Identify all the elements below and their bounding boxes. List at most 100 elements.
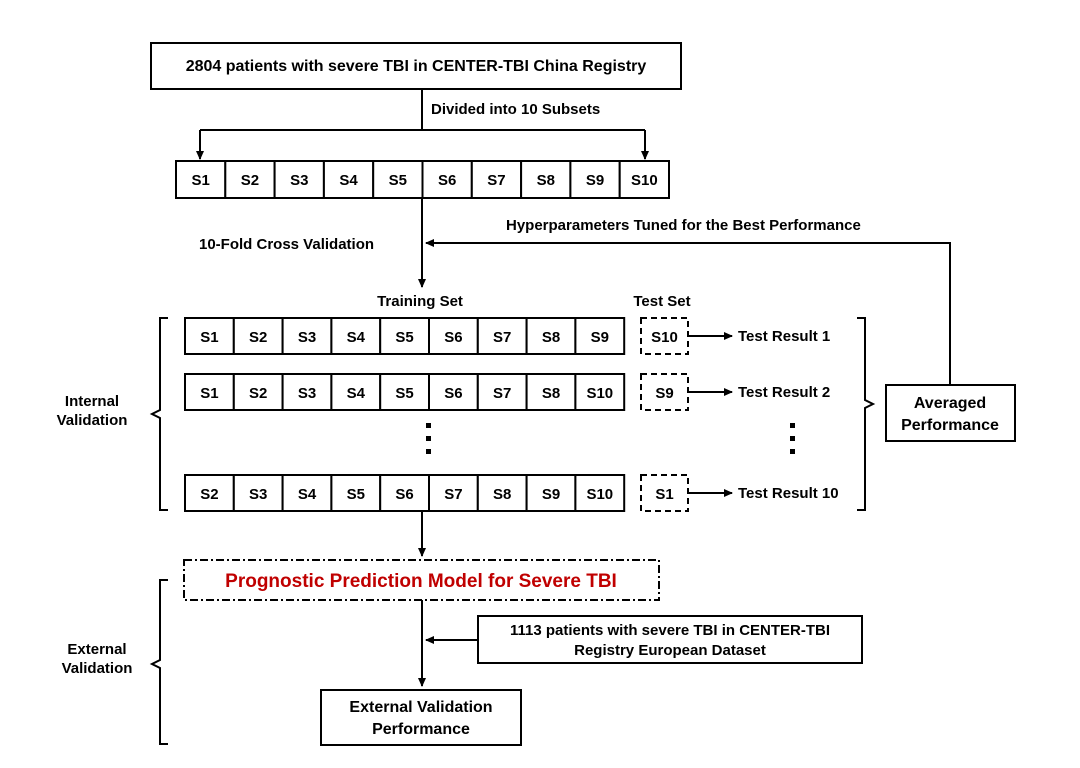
train-cell-label: S1 [200, 329, 218, 346]
test-cell-label: S9 [655, 385, 673, 402]
external-performance-line-1: External Validation [349, 699, 492, 716]
train-cell-label: S5 [395, 385, 413, 402]
train-cell-label: S4 [347, 385, 366, 402]
subsets-row: S1 S2 S3 S4 S5 S6 S7 S8 S9 S10 [175, 160, 671, 199]
averaged-performance-box: Averaged Performance [885, 384, 1016, 442]
fold-ellipsis-results [790, 423, 795, 454]
train-cell [574, 474, 626, 512]
train-cell [574, 317, 626, 355]
train-cell-label: S8 [542, 385, 560, 402]
train-cell [574, 373, 626, 411]
european-dataset-box: 1113 patients with severe TBI in CENTER-… [477, 615, 863, 664]
train-cell-label: S8 [542, 329, 560, 346]
train-cell [184, 317, 235, 355]
averaged-performance-line-1: Averaged [914, 395, 986, 412]
internal-validation-brace [149, 317, 168, 511]
subset-cell: S8 [520, 160, 572, 199]
external-performance-box: External Validation Performance [320, 689, 522, 746]
test-result-label: Test Result 10 [738, 485, 839, 502]
train-cell [428, 317, 479, 355]
train-cell [476, 474, 528, 512]
train-cell [330, 373, 382, 411]
internal-validation-label-1: Internal [65, 393, 119, 410]
subset-label: S5 [389, 172, 407, 189]
train-cell-label: S2 [249, 329, 267, 346]
train-cell [428, 474, 479, 512]
subset-label: S4 [339, 172, 358, 189]
hyperparameter-label: Hyperparameters Tuned for the Best Perfo… [506, 217, 861, 234]
train-cell-label: S5 [395, 329, 413, 346]
internal-validation-label-2: Validation [57, 412, 128, 429]
train-cell-label: S7 [493, 385, 511, 402]
test-cell-label: S10 [651, 329, 678, 346]
train-cell-label: S2 [249, 385, 267, 402]
train-cell-label: S7 [444, 486, 462, 503]
test-cell-label: S1 [655, 486, 673, 503]
train-cell-label: S10 [586, 385, 613, 402]
averaged-performance-line-2: Performance [901, 417, 999, 434]
subset-label: S6 [438, 172, 456, 189]
divided-label: Divided into 10 Subsets [431, 101, 600, 118]
train-cell-label: S4 [347, 329, 366, 346]
registry-china-text: 2804 patients with severe TBI in CENTER-… [186, 58, 647, 75]
train-cell [232, 373, 284, 411]
subset-label: S2 [241, 172, 259, 189]
train-cell-label: S4 [298, 486, 317, 503]
external-validation-label-2: Validation [62, 660, 133, 677]
subset-cell: S9 [569, 160, 621, 199]
train-cell-label: S6 [444, 385, 462, 402]
train-cell [476, 317, 528, 355]
subset-label: S10 [631, 172, 658, 189]
train-cell-label: S6 [444, 329, 462, 346]
subset-cell: S10 [618, 160, 671, 199]
subset-cell: S1 [175, 160, 227, 199]
training-set-label: Training Set [377, 293, 463, 310]
train-cell-label: S7 [493, 329, 511, 346]
registry-china-box: 2804 patients with severe TBI in CENTER-… [150, 42, 682, 90]
test-result-label: Test Result 2 [738, 384, 830, 401]
train-cell [525, 373, 577, 411]
train-cell [184, 373, 235, 411]
train-cell [379, 373, 431, 411]
fold-ellipsis-train [426, 423, 431, 454]
subset-label: S7 [487, 172, 505, 189]
train-cell [379, 474, 431, 512]
subset-cell: S4 [322, 160, 375, 199]
hyperparameter-feedback-arrow [425, 239, 951, 385]
train-cell [232, 317, 284, 355]
train-cell [281, 317, 333, 355]
train-cell-label: S9 [591, 329, 609, 346]
subset-label: S3 [290, 172, 308, 189]
results-brace [857, 317, 876, 511]
subset-label: S1 [191, 172, 209, 189]
subset-label: S9 [586, 172, 604, 189]
train-cell-label: S5 [347, 486, 365, 503]
train-cell-label: S8 [493, 486, 511, 503]
fold-row: S1 S2 S3 S4 S5 S6 S7 S8 S9 S10 Test Result 1 [184, 317, 830, 355]
train-cell-label: S6 [395, 486, 413, 503]
test-set-label: Test Set [633, 293, 690, 310]
subset-cell: S7 [470, 160, 523, 199]
external-validation-label-1: External [67, 641, 126, 658]
subset-cell: S2 [224, 160, 276, 199]
subset-cell: S3 [273, 160, 325, 199]
prediction-model-box: Prognostic Prediction Model for Severe T… [183, 559, 660, 601]
train-cell [525, 474, 577, 512]
train-cell-label: S2 [200, 486, 218, 503]
external-validation-brace [149, 579, 168, 745]
european-dataset-line-1: 1113 patients with severe TBI in CENTER-… [510, 622, 830, 639]
subset-cell: S5 [372, 160, 424, 199]
subset-cell: S6 [421, 160, 473, 199]
test-result-label: Test Result 1 [738, 328, 830, 345]
train-cell-label: S1 [200, 385, 218, 402]
external-performance-line-2: Performance [372, 721, 470, 738]
train-cell-label: S9 [542, 486, 560, 503]
subset-label: S8 [537, 172, 555, 189]
train-cell-label: S3 [298, 329, 316, 346]
train-cell [184, 474, 235, 512]
train-cell-label: S3 [249, 486, 267, 503]
